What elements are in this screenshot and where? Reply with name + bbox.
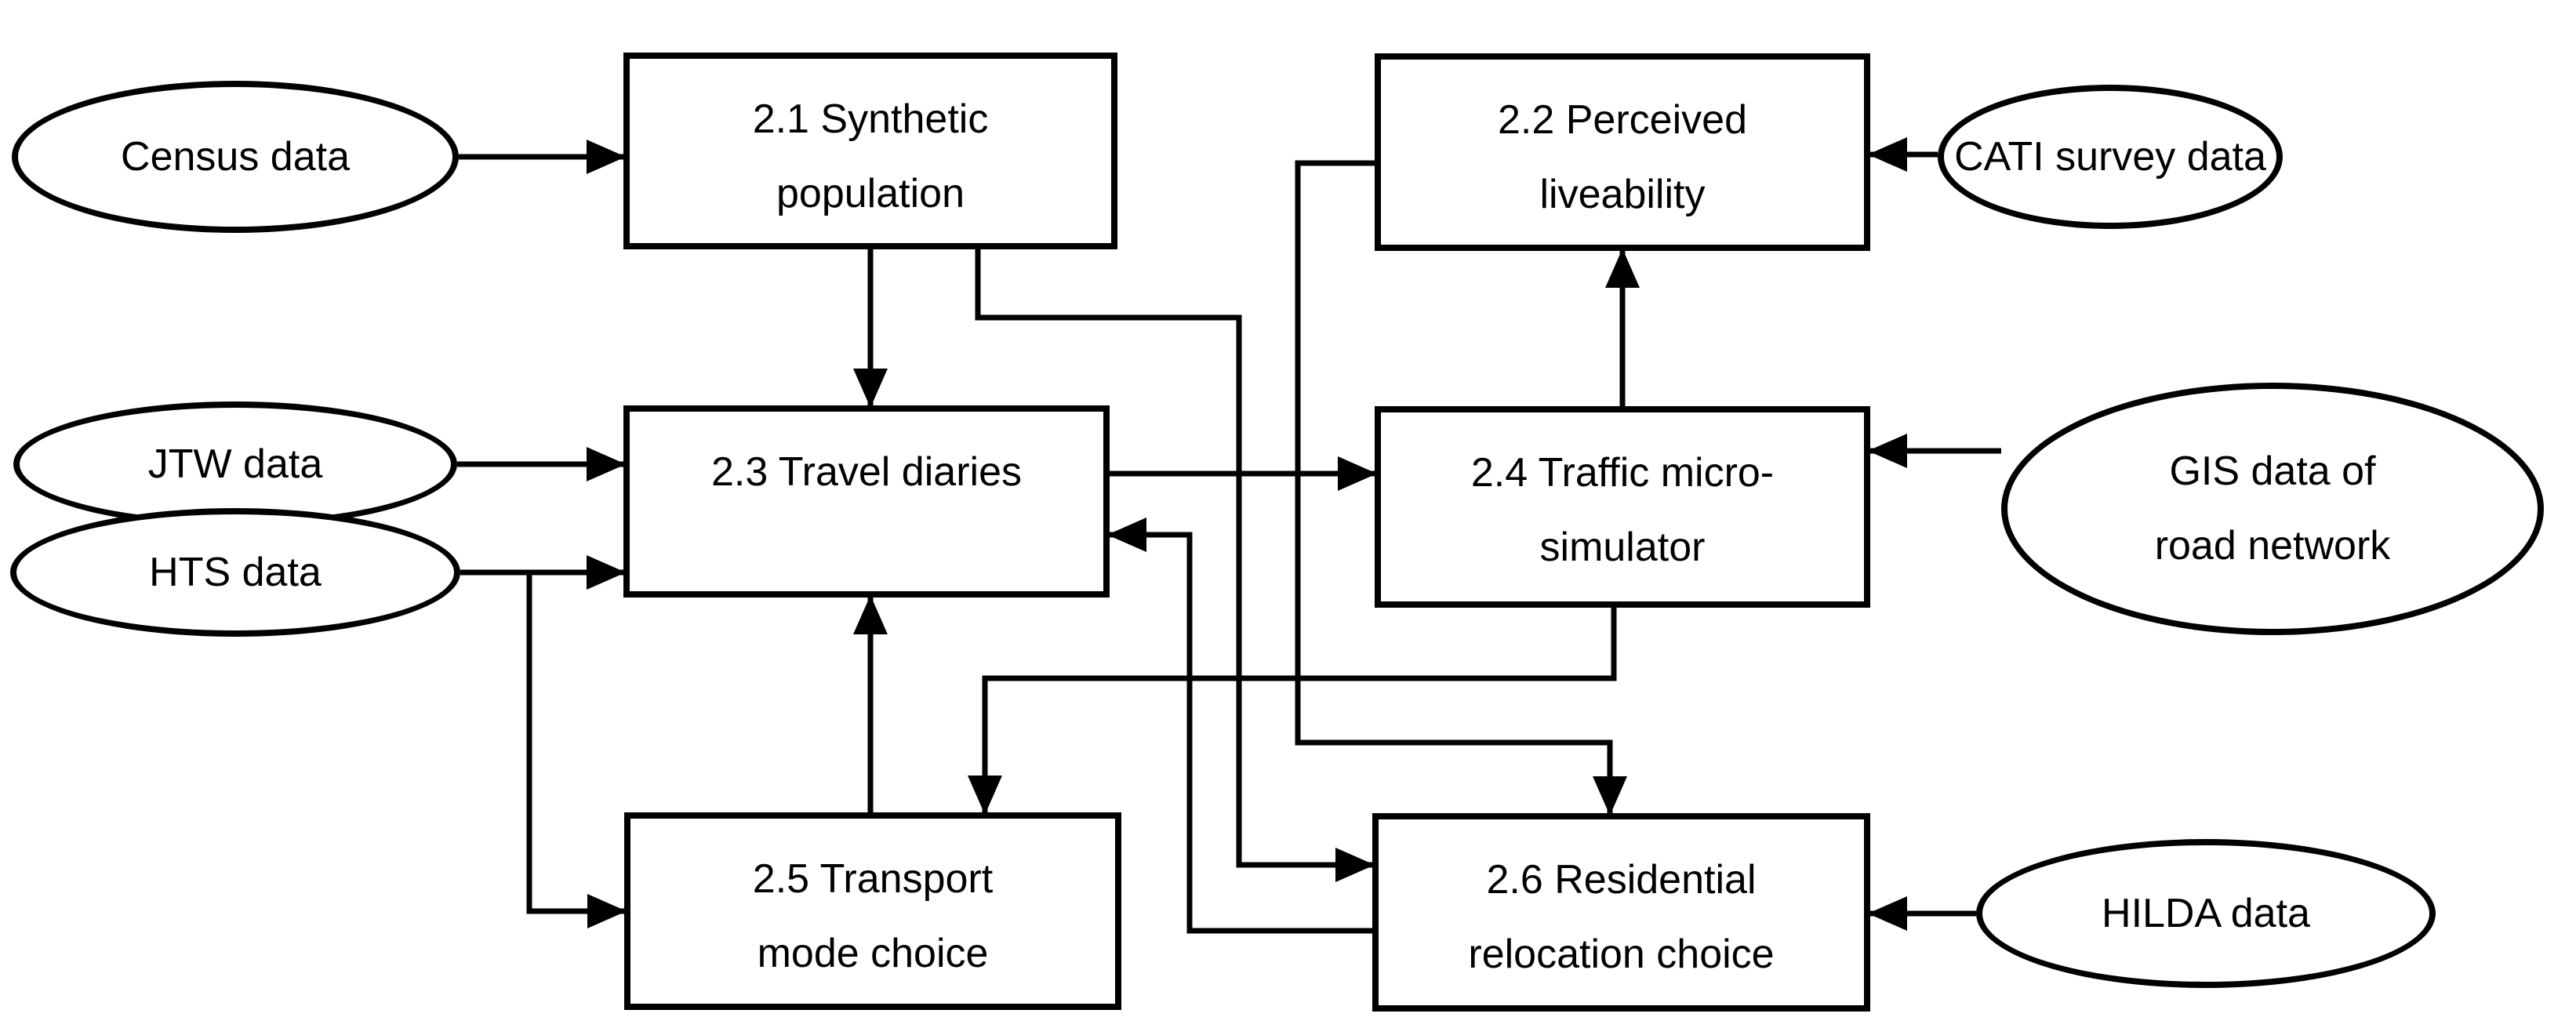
synthetic-population-label: 2.1 Synthetic population xyxy=(630,59,1111,231)
cati-survey-data-label-line: CATI survey data xyxy=(1954,133,2266,180)
module-residential-relocation-choice: 2.6 Residential relocation choice xyxy=(1372,813,1870,1012)
module-perceived-liveability: 2.2 Perceived liveability xyxy=(1375,53,1870,251)
residential-relocation-choice-label-line: relocation choice xyxy=(1468,932,1775,977)
traffic-micro-simulator-label: 2.4 Traffic micro-simulator xyxy=(1381,412,1864,585)
cati-survey-data-label: CATI survey data xyxy=(1954,120,2266,194)
transport-mode-choice-label-line: mode choice xyxy=(757,931,989,976)
data-source-hts-data: HTS data xyxy=(10,508,460,637)
gis-data-road-network-label-line: GIS data of xyxy=(2169,449,2376,494)
traffic-micro-simulator-label-line: simulator xyxy=(1539,525,1706,570)
data-source-census-data: Census data xyxy=(12,81,459,233)
data-source-jtw-data: JTW data xyxy=(13,401,457,527)
hilda-data-label-line: HILDA data xyxy=(2102,890,2310,936)
data-source-gis-data-road-network: GIS data of road network xyxy=(2001,383,2544,635)
residential-relocation-choice-label-line: 2.6 Residential xyxy=(1486,857,1757,903)
module-transport-mode-choice: 2.5 Transport mode choice xyxy=(624,812,1121,1010)
edge-perceived-to-residential xyxy=(1295,160,1627,815)
edge-hts-to-transport xyxy=(526,572,627,928)
census-data-label: Census data xyxy=(121,120,350,194)
transport-mode-choice-label-line: 2.5 Transport xyxy=(752,856,994,902)
census-data-label-line: Census data xyxy=(121,133,350,180)
edge-synthetic-to-residential xyxy=(975,249,1375,882)
data-source-hilda-data: HILDA data xyxy=(1976,839,2436,988)
traffic-micro-simulator-label-line: 2.4 Traffic micro- xyxy=(1470,450,1775,496)
hilda-data-label: HILDA data xyxy=(2102,877,2310,951)
travel-diaries-label-line: 2.3 Travel diaries xyxy=(711,449,1022,495)
hts-data-label: HTS data xyxy=(149,536,322,610)
edge-residential-to-travel xyxy=(1107,518,1372,934)
module-travel-diaries: 2.3 Travel diaries xyxy=(623,405,1110,598)
jtw-data-label: JTW data xyxy=(148,427,323,502)
perceived-liveability-label-line: liveability xyxy=(1539,172,1706,217)
module-traffic-micro-simulator: 2.4 Traffic micro-simulator xyxy=(1375,406,1870,608)
synthetic-population-label-line: population xyxy=(776,171,965,216)
perceived-liveability-label: 2.2 Perceived liveability xyxy=(1381,60,1864,232)
travel-diaries-label: 2.3 Travel diaries xyxy=(630,412,1103,510)
edge-traffic-to-transport xyxy=(968,608,1617,815)
data-source-cati-survey-data: CATI survey data xyxy=(1938,85,2283,229)
synthetic-population-label-line: 2.1 Synthetic xyxy=(752,96,989,142)
module-synthetic-population: 2.1 Synthetic population xyxy=(623,53,1117,249)
transport-mode-choice-label: 2.5 Transport mode choice xyxy=(630,819,1115,991)
gis-data-road-network-label: GIS data of road network xyxy=(2155,434,2391,583)
perceived-liveability-label-line: 2.2 Perceived xyxy=(1498,97,1747,143)
residential-relocation-choice-label: 2.6 Residential relocation choice xyxy=(1379,819,1864,992)
hts-data-label-line: HTS data xyxy=(149,549,322,595)
gis-data-road-network-label-line: road network xyxy=(2154,523,2391,568)
jtw-data-label-line: JTW data xyxy=(147,441,323,487)
